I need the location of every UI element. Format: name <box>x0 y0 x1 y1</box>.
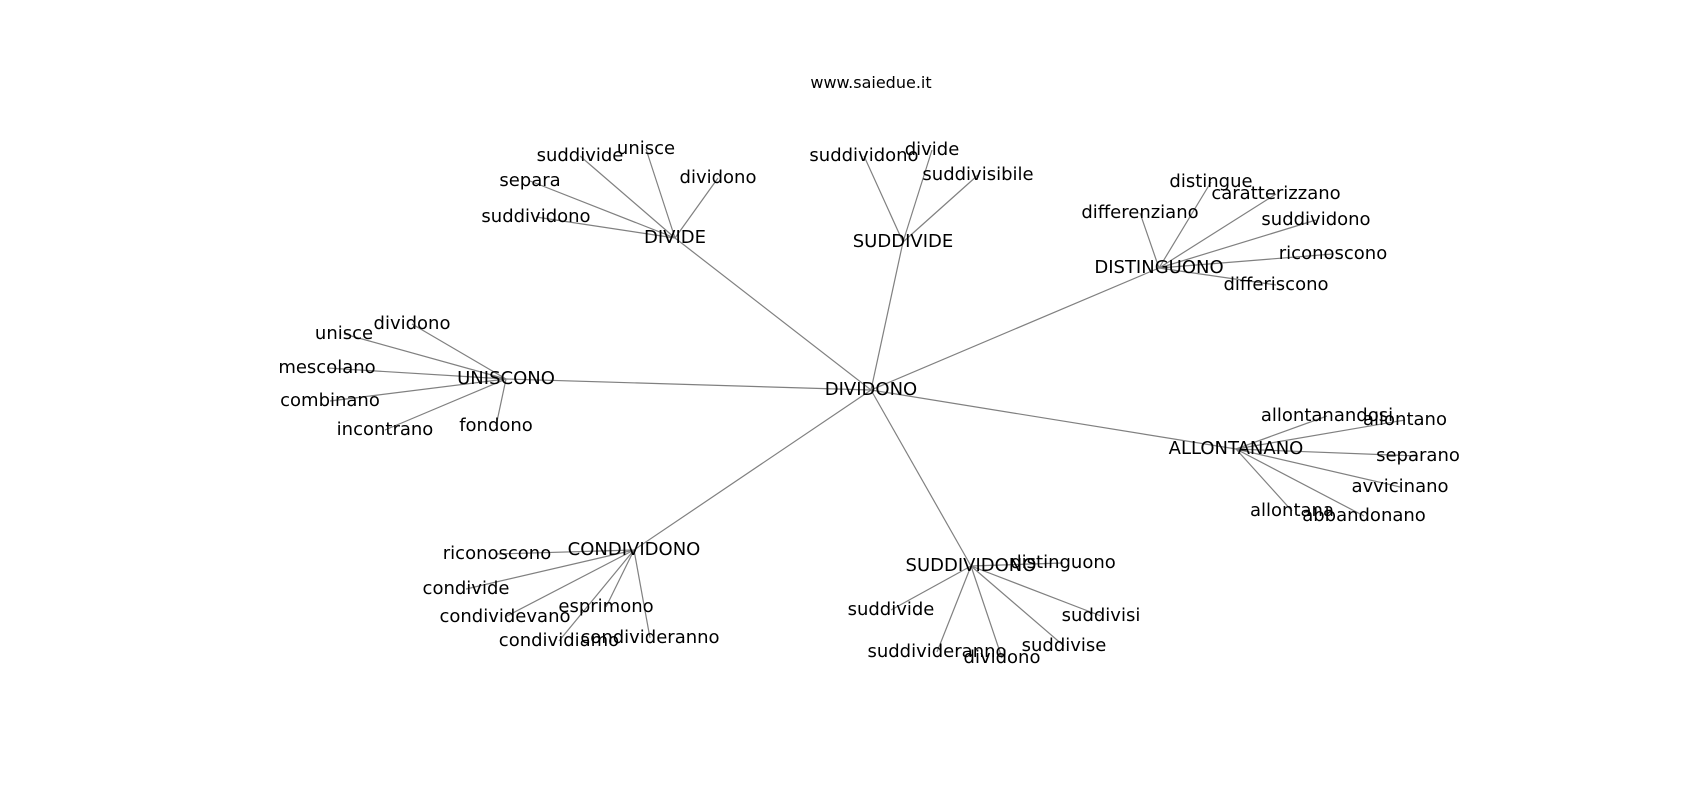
edge-h-distinguono-dist-4 <box>1158 219 1317 269</box>
node-label-suddivide-3: suddivisibile <box>922 164 1033 185</box>
node-label-sudd-6: dividono <box>964 647 1041 668</box>
edge-h-distinguono-dist-3 <box>1139 212 1160 269</box>
node-label-sudd-3: suddivisi <box>1062 605 1141 626</box>
edge-h-divide-divide-3 <box>674 177 719 239</box>
node-label-h-condividono: CONDIVIDONO <box>568 539 701 560</box>
edge-h-condividono-cond-6 <box>633 549 651 639</box>
edge-h-suddividono-sudd-2 <box>890 565 972 611</box>
edge-h-uniscono-unis-3 <box>326 367 507 380</box>
node-label-allo-5: allontana <box>1250 500 1334 521</box>
node-label-suddivide-2: divide <box>905 139 960 160</box>
edge-h-uniscono-unis-5 <box>384 378 507 431</box>
node-label-cond-1: riconoscono <box>443 543 551 564</box>
edge-h-uniscono-unis-2 <box>343 333 507 380</box>
node-label-cond-5: condividiamo <box>499 630 619 651</box>
node-label-divide-4: separa <box>499 170 560 191</box>
edge-h-divide-divide-5 <box>535 216 676 239</box>
edge-h-divide-divide-4 <box>529 180 676 239</box>
node-label-h-suddividono: SUDDIVIDONO <box>906 555 1037 576</box>
edge-h-suddivide-suddivide-3 <box>902 174 979 243</box>
edge-h-allontanano-allo-2 <box>1235 419 1406 450</box>
edge-h-uniscono-unis-1 <box>411 323 507 380</box>
edge-h-allontanano-allo-6 <box>1235 448 1365 517</box>
node-label-dist-1: distingue <box>1169 171 1252 192</box>
node-label-sudd-4: suddivise <box>1022 635 1107 656</box>
node-label-dist-2: caratterizzano <box>1211 183 1340 204</box>
edge-h-uniscono-unis-4 <box>329 378 507 402</box>
edge-root-h-distinguono <box>870 267 1160 391</box>
node-label-dist-4: suddividono <box>1261 209 1370 230</box>
node-label-allo-1: allontanandosi <box>1261 405 1393 426</box>
node-label-unis-2: unisce <box>315 323 373 344</box>
labels-layer: DIVIDONO DIVIDE SUDDIVIDE DISTINGUONO UNISCO… <box>278 138 1460 668</box>
edge-h-uniscono-unis-6 <box>495 378 507 427</box>
edge-root-h-uniscono <box>505 378 872 391</box>
edge-h-divide-divide-2 <box>645 148 676 239</box>
node-label-sudd-1: distinguono <box>1010 552 1116 573</box>
node-label-suddivide-1: suddividono <box>809 145 918 166</box>
node-label-sudd-5: suddivideranno <box>867 641 1006 662</box>
edge-h-allontanano-allo-5 <box>1235 448 1293 512</box>
node-label-h-suddivide: SUDDIVIDE <box>853 231 954 252</box>
node-label-cond-2: condivide <box>423 578 510 599</box>
node-label-sudd-2: suddivide <box>848 599 935 620</box>
edge-h-distinguono-dist-6 <box>1158 267 1277 286</box>
node-label-unis-6: fondono <box>459 415 533 436</box>
node-label-allo-2: allontano <box>1363 409 1447 430</box>
node-label-h-uniscono: UNISCONO <box>457 368 555 389</box>
edge-h-suddividono-sudd-1 <box>970 562 1064 567</box>
node-label-allo-3: separano <box>1376 445 1460 466</box>
node-label-h-allontanano: ALLONTANANO <box>1169 438 1304 459</box>
node-label-unis-4: combinano <box>280 390 380 411</box>
edge-h-suddividono-sudd-5 <box>936 565 972 653</box>
edge-h-condividono-cond-2 <box>465 549 635 590</box>
node-label-unis-5: incontrano <box>337 419 434 440</box>
watermark-text: www.saiedue.it <box>810 73 931 92</box>
edge-root-h-divide <box>674 237 872 391</box>
edge-root-h-suddivide <box>870 241 904 391</box>
edge-h-divide-divide-1 <box>579 155 676 239</box>
node-label-unis-3: mescolano <box>278 357 375 378</box>
node-label-cond-3: condividevano <box>439 606 570 627</box>
node-label-h-distinguono: DISTINGUONO <box>1094 257 1223 278</box>
edge-h-condividono-cond-5 <box>558 549 635 642</box>
edge-h-suddividono-sudd-3 <box>970 565 1102 617</box>
edge-h-condividono-cond-1 <box>496 549 635 555</box>
node-label-divide-3: dividono <box>680 167 757 188</box>
node-label-cond-4: esprimono <box>558 596 653 617</box>
node-label-dist-5: riconoscono <box>1279 243 1387 264</box>
edge-h-condividono-cond-4 <box>605 549 635 608</box>
edge-h-suddivide-suddivide-2 <box>902 149 933 243</box>
edge-h-allontanano-allo-4 <box>1235 448 1401 488</box>
node-label-unis-1: dividono <box>374 313 451 334</box>
node-label-allo-6: abbandonano <box>1302 505 1426 526</box>
edge-h-suddividono-sudd-6 <box>970 565 1003 659</box>
node-label-cond-6: condivideranno <box>580 627 719 648</box>
edge-h-distinguono-dist-1 <box>1158 181 1212 269</box>
node-label-dist-3: differenziano <box>1081 202 1198 223</box>
edge-h-condividono-cond-3 <box>504 549 635 618</box>
edge-root-h-allontanano <box>870 389 1237 450</box>
edge-h-suddividono-sudd-4 <box>970 565 1065 647</box>
edges-layer <box>326 148 1419 659</box>
node-label-allo-4: avvicinano <box>1351 476 1448 497</box>
edge-h-allontanano-allo-1 <box>1235 415 1328 450</box>
node-label-divide-1: suddivide <box>537 145 624 166</box>
node-label-divide-5: suddividono <box>481 206 590 227</box>
edge-h-allontanano-allo-3 <box>1235 448 1419 457</box>
node-label-root: DIVIDONO <box>825 379 917 400</box>
edge-root-h-suddividono <box>870 389 972 567</box>
edge-h-suddivide-suddivide-1 <box>863 155 904 243</box>
node-label-dist-6: differiscono <box>1223 274 1328 295</box>
node-label-divide-2: unisce <box>617 138 675 159</box>
edge-root-h-condividono <box>633 389 872 551</box>
edge-h-distinguono-dist-5 <box>1158 253 1334 269</box>
node-label-h-divide: DIVIDE <box>644 227 706 248</box>
edge-h-distinguono-dist-2 <box>1158 193 1277 269</box>
